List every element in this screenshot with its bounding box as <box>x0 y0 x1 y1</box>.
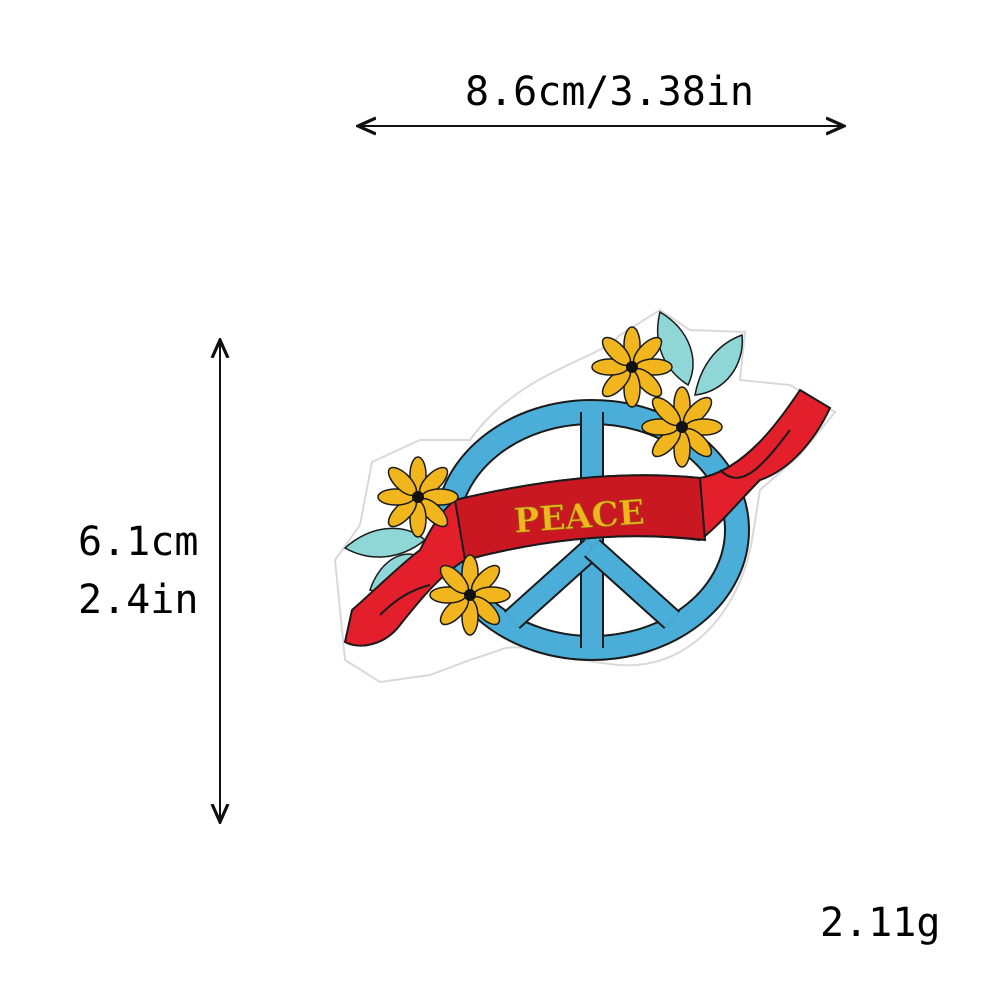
flower-icon <box>429 554 511 636</box>
banner: PEACE <box>343 388 832 647</box>
flower-icon <box>377 456 459 538</box>
height-cm-label: 6.1cm <box>78 519 199 565</box>
weight-label: 2.11g <box>820 900 941 946</box>
flower-icon <box>641 386 723 468</box>
height-in-label: 2.4in <box>78 577 199 623</box>
banner-text: PEACE <box>513 493 646 542</box>
width-label: 8.6cm/3.38in <box>465 69 754 115</box>
flower-icon <box>591 326 673 408</box>
